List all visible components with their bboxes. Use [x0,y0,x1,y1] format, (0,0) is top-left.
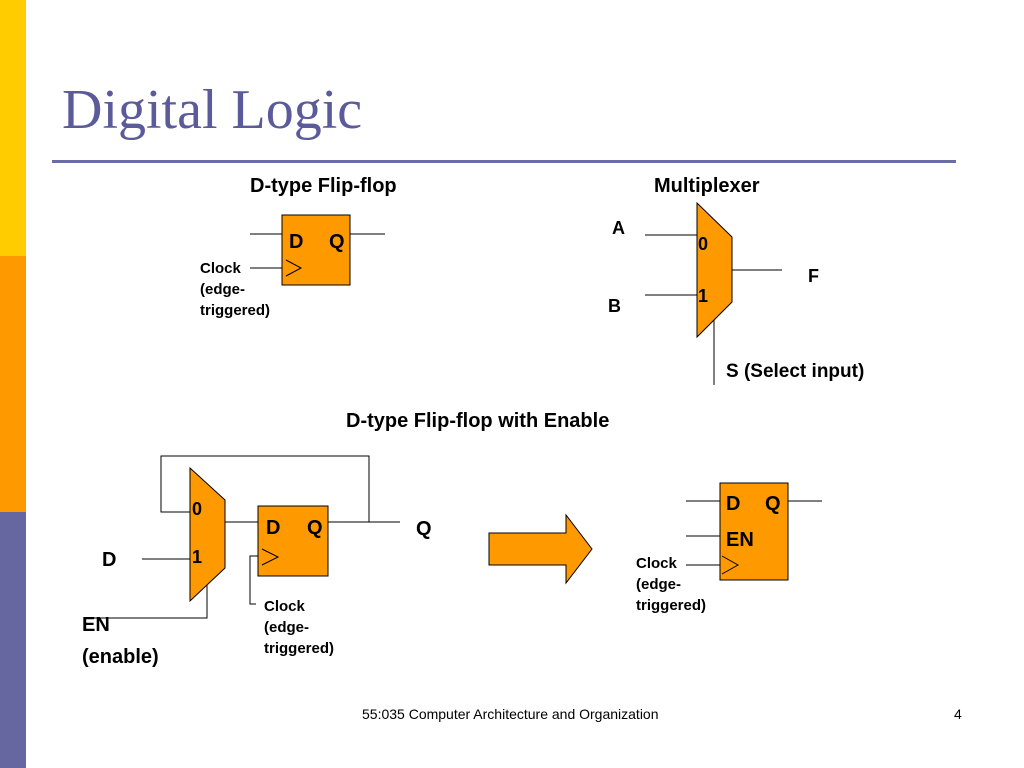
enable-ff-block [257,505,329,577]
enable-ff-d-label: D [266,517,280,539]
title-divider [52,160,956,163]
enable-d-input-label: D [102,549,116,571]
enable-mux-block [189,466,226,603]
footer-course-name: 55:035 Computer Architecture and Organiz… [362,706,659,722]
enable-diagram: D-type Flip-flop with Enable 0 1 D EN (e… [82,410,609,668]
enable-ff-right-clock-label: triggered) [636,597,706,614]
mux-sel0-label: 0 [698,234,708,254]
flipflop-d-label: D [289,231,303,253]
enable-clock-label: Clock [264,598,306,615]
mux-input-b: B [608,296,621,316]
enable-clock-label: triggered) [264,640,334,657]
enable-ff-q-label: Q [307,517,323,539]
enable-clock-label: (edge- [264,619,309,636]
mux-heading: Multiplexer [654,175,760,197]
enable-en-label: (enable) [82,646,159,668]
enable-en-wire [84,585,208,619]
mux-diagram: Multiplexer A B 0 1 F S (Select input) [608,175,864,385]
enable-ff-right-block [719,482,789,581]
enable-ff-right-clock-triangle [721,555,740,575]
accent-bar-purple [0,512,26,768]
mux-input-a: A [612,218,625,238]
right-arrow-icon [488,513,593,585]
mux-sel1-label: 1 [698,286,708,306]
enable-ff-right-d-label: D [726,493,740,515]
enable-mux-sel0: 0 [192,499,202,519]
enable-ff-diagram: D Q EN Clock (edge- triggered) [636,482,822,614]
enable-clock-triangle [261,548,280,566]
enable-ff-right-q-label: Q [765,493,781,515]
enable-ff-right-en-label: EN [726,529,754,551]
flipflop-clock-triangle [285,259,303,277]
enable-ff-right-clock-label: Clock [636,555,678,572]
flipflop-clock-label: Clock [200,260,242,277]
accent-bar-orange [0,256,26,512]
enable-q-output-label: Q [416,518,432,540]
enable-en-label: EN [82,614,110,636]
mux-block [696,201,733,339]
slide-title: Digital Logic [62,79,363,141]
flipflop-heading: D-type Flip-flop [250,175,397,197]
enable-mux-sel1: 1 [192,547,202,567]
flipflop-q-label: Q [329,231,345,253]
page-number: 4 [954,706,962,722]
flipflop-clock-label: triggered) [200,302,270,319]
enable-feedback-wire [160,455,370,522]
mux-select-label: S (Select input) [726,361,864,382]
enable-clock-wire [249,555,258,605]
enable-heading: D-type Flip-flop with Enable [346,410,609,432]
accent-bar-yellow [0,0,26,256]
flipflop-block [281,214,351,286]
flipflop-clock-label: (edge- [200,281,245,298]
mux-output-f: F [808,266,819,286]
enable-ff-right-clock-label: (edge- [636,576,681,593]
flipflop-diagram: D-type Flip-flop D Q Clock (edge- trigge… [200,175,397,319]
